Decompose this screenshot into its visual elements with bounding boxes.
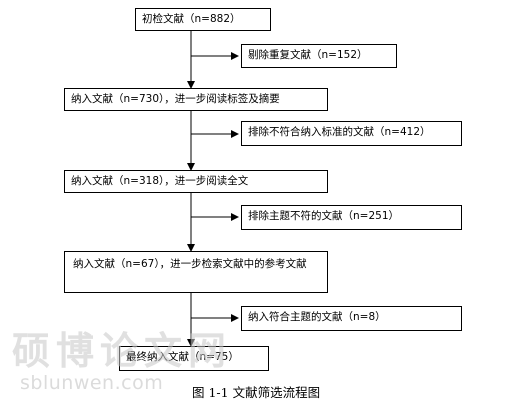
box-include-topic-match: 纳入符合主题的文献（n=8） bbox=[241, 306, 462, 331]
watermark-chinese: 硕博论文网 bbox=[12, 328, 233, 373]
box-include-abstract: 纳入文献（n=730），进一步阅读标签及摘要 bbox=[64, 88, 328, 111]
watermark: 硕博论文网 sblunwen.com bbox=[12, 320, 262, 402]
box-exclude-topic: 排除主题不符的文献（n=251） bbox=[241, 205, 462, 230]
box-final: 最终纳入文献（n=75） bbox=[119, 346, 269, 371]
box-exclude-criteria: 排除不符合纳入标准的文献（n=412） bbox=[241, 121, 462, 146]
box-initial: 初检文献（n=882） bbox=[135, 8, 271, 31]
watermark-url: sblunwen.com bbox=[20, 372, 164, 394]
figure-caption: 图 1-1 文献筛选流程图 bbox=[192, 385, 321, 400]
box-include-fulltext: 纳入文献（n=318），进一步阅读全文 bbox=[64, 170, 328, 193]
box-exclude-duplicates: 剔除重复文献（n=152） bbox=[241, 44, 397, 68]
box-include-references: 纳入文献（n=67），进一步检索文献中的参考文献 bbox=[64, 251, 328, 293]
